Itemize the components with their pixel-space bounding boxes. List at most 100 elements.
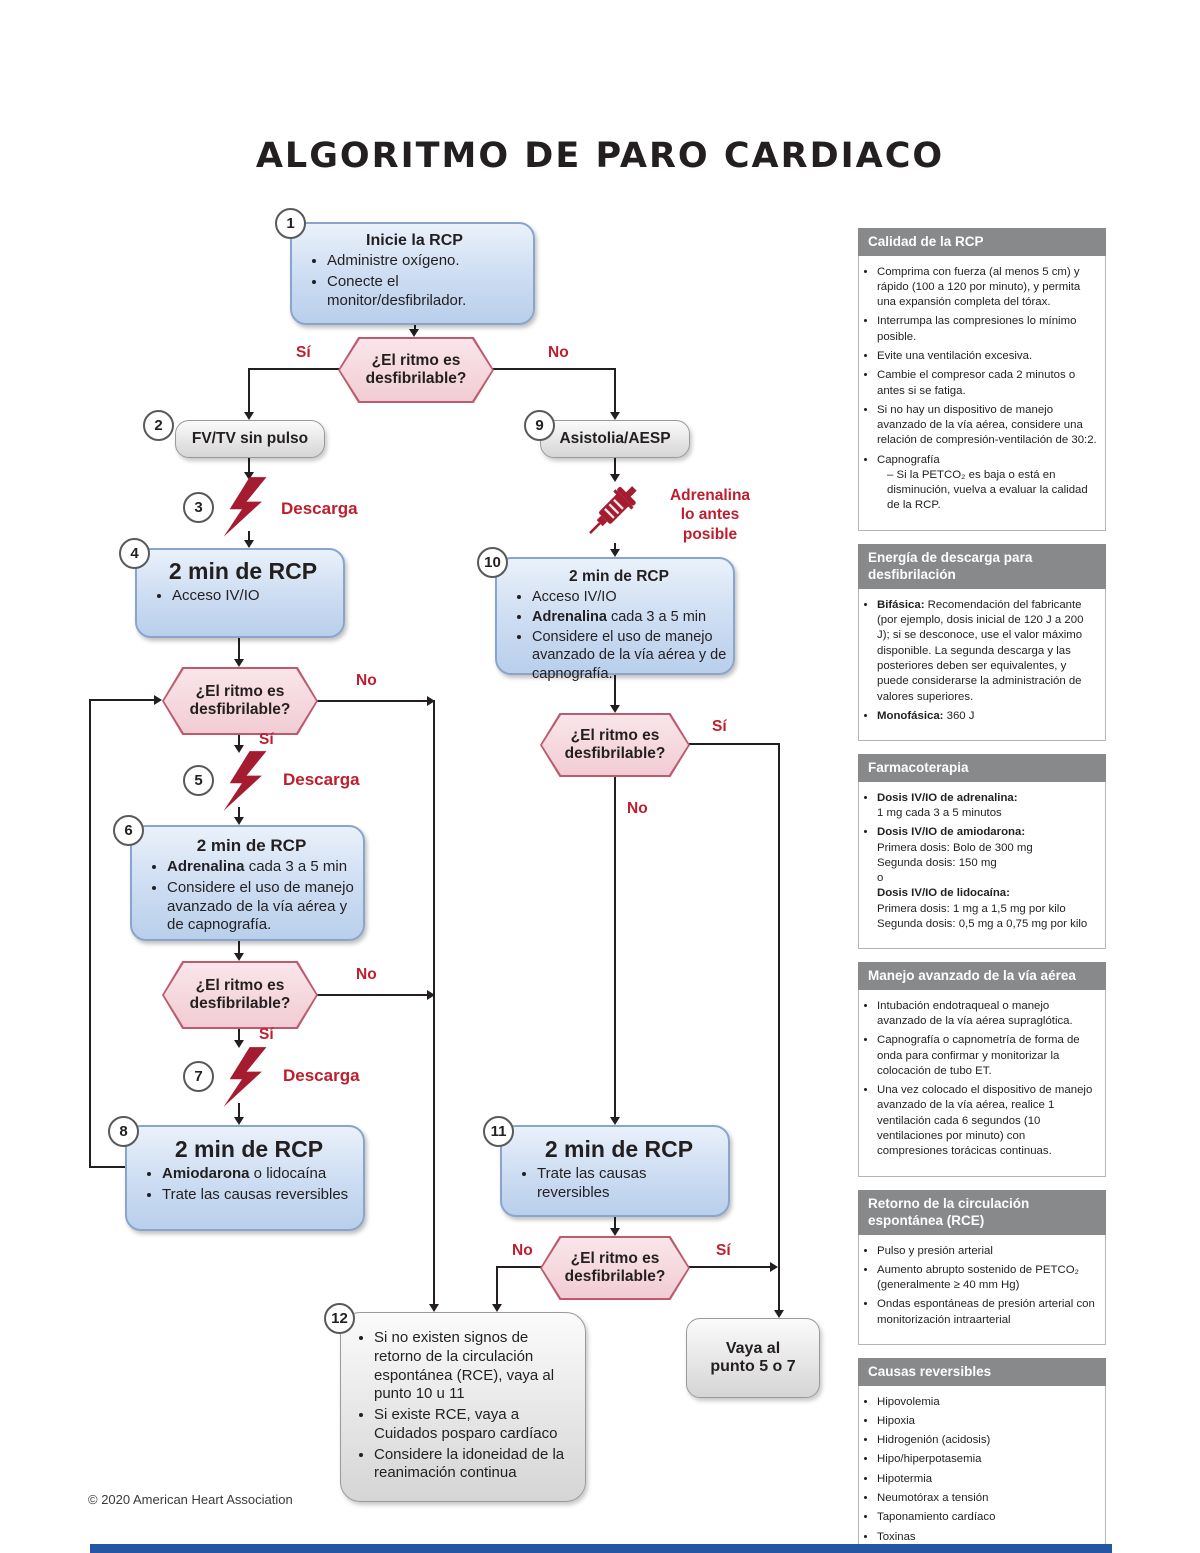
- goto-5-7-box: Vaya al punto 5 o 7: [686, 1318, 820, 1398]
- decision-4-no-label: No: [627, 800, 648, 817]
- box8-bullet-causes: Trate las causas reversibles: [162, 1186, 357, 1205]
- arrowhead: [234, 817, 244, 825]
- decision-2-yes-label: Sí: [259, 731, 274, 748]
- decision-5: ¿El ritmo es desfibrilable?: [540, 1236, 690, 1300]
- copyright-notice: © 2020 American Heart Association: [88, 1492, 293, 1507]
- sidebar-section-title: Calidad de la RCP: [858, 228, 1106, 256]
- decision-2: ¿El ritmo es desfibrilable?: [162, 667, 318, 735]
- step-number-8: 8: [108, 1116, 139, 1147]
- page-title: ALGORITMO DE PARO CARDIACO: [255, 136, 945, 176]
- list-item: Cambie el compresor cada 2 minutos o ant…: [877, 368, 1098, 399]
- arrowhead: [154, 695, 162, 705]
- step-number-9: 9: [524, 410, 555, 441]
- step-number-5: 5: [183, 765, 214, 796]
- box11-bullets: Trate las causas reversibles: [516, 1165, 722, 1203]
- decision-5-yes-label: Sí: [716, 1242, 731, 1259]
- connector: [249, 368, 340, 370]
- shock-7-label: Descarga: [283, 1066, 360, 1085]
- sidebar-section-rosc: Retorno de la circulación espontánea (RC…: [858, 1189, 1106, 1346]
- arrowhead: [427, 696, 435, 706]
- arrowhead: [610, 705, 620, 713]
- step-number-7: 7: [183, 1061, 214, 1092]
- box1-title: Inicie la RCP: [366, 232, 463, 249]
- connector: [248, 458, 250, 474]
- list-item: Comprima con fuerza (al menos 5 cm) y rá…: [877, 265, 1098, 311]
- flow-box-2: FV/TV sin pulso: [175, 420, 325, 458]
- connector: [316, 700, 427, 702]
- bottom-accent-bar: [90, 1544, 1112, 1553]
- step-number-2: 2: [143, 410, 174, 441]
- step-number-4: 4: [119, 538, 150, 569]
- connector: [778, 743, 780, 1310]
- connector: [238, 941, 240, 954]
- rosc-bullets: Pulso y presión arterialAumento abrupto …: [863, 1244, 1098, 1328]
- flow-box-9: Asistolia/AESP: [540, 420, 690, 458]
- list-item: Conecte el monitor/desfibrilador.: [327, 273, 523, 311]
- box4-bullets: Acceso IV/IO: [151, 587, 335, 606]
- list-item: Interrumpa las compresiones lo mínimo po…: [877, 314, 1098, 345]
- list-item: Ondas espontáneas de presión arterial co…: [877, 1297, 1098, 1328]
- list-item: Si no hay un dispositivo de manejo avanz…: [877, 403, 1098, 449]
- decision-4: ¿El ritmo es desfibrilable?: [540, 713, 690, 777]
- box10-title: 2 min de RCP: [569, 568, 669, 585]
- flow-box-11: 2 min de RCP Trate las causas reversible…: [500, 1125, 730, 1217]
- connector: [614, 543, 616, 550]
- list-item: Considere la idoneidad de la reanimación…: [374, 1446, 577, 1484]
- connector: [89, 700, 91, 1168]
- sidebar-section-title: Farmacoterapia: [858, 754, 1106, 782]
- step-number-3: 3: [183, 492, 214, 523]
- arrowhead: [234, 1040, 244, 1048]
- arrowhead: [610, 412, 620, 420]
- shock-bolt-icon: [223, 751, 267, 811]
- decision-4-yes-label: Sí: [712, 718, 727, 735]
- list-item: Capnografía o capnometría de forma de on…: [877, 1033, 1098, 1079]
- arrowhead: [244, 472, 254, 480]
- step-number-1: 1: [275, 208, 306, 239]
- box1-bullets: Administre oxígeno.Conecte el monitor/de…: [306, 252, 523, 310]
- connector: [238, 1103, 240, 1118]
- arrowhead: [770, 1262, 778, 1272]
- connector: [248, 531, 250, 540]
- connector: [433, 700, 435, 1304]
- connector: [496, 1266, 498, 1304]
- connector: [614, 675, 616, 705]
- decision-3-yes-label: Sí: [259, 1026, 274, 1043]
- list-item: Hipo/hiperpotasemia: [877, 1452, 1098, 1467]
- sidebar-section-shock-energy: Energía de descarga para desfibrilación …: [858, 543, 1106, 742]
- decision-3: ¿El ritmo es desfibrilable?: [162, 961, 318, 1029]
- drug-amiodarone-lidocaine: Dosis IV/IO de amiodarona: Primera dosis…: [877, 825, 1098, 932]
- arrowhead: [244, 540, 254, 548]
- box10-bullet-airway: Considere el uso de manejo avanzado de l…: [532, 628, 727, 682]
- decision-1-no-label: No: [548, 344, 569, 361]
- list-item: Trate las causas reversibles: [537, 1165, 722, 1203]
- step-number-11: 11: [483, 1116, 514, 1147]
- arrowhead: [492, 1304, 502, 1312]
- flow-box-12: Si no existen signos de retorno de la ci…: [340, 1312, 586, 1502]
- list-item: Toxinas: [877, 1530, 1098, 1545]
- arrowhead: [234, 745, 244, 753]
- arrowhead: [610, 549, 620, 557]
- arrowhead: [427, 990, 435, 1000]
- advanced-airway-bullets: Intubación endotraqueal o manejo avanzad…: [863, 999, 1098, 1160]
- decision-4-text: ¿El ritmo es desfibrilable?: [542, 715, 688, 775]
- connector: [497, 1266, 542, 1268]
- decision-3-text: ¿El ritmo es desfibrilable?: [164, 963, 316, 1027]
- list-item: Intubación endotraqueal o manejo avanzad…: [877, 999, 1098, 1030]
- box6-bullet-airway: Considere el uso de manejo avanzado de l…: [167, 879, 357, 935]
- drug-epinephrine: Dosis IV/IO de adrenalina: 1 mg cada 3 a…: [877, 791, 1098, 822]
- arrowhead: [429, 1304, 439, 1312]
- list-item: Acceso IV/IO: [172, 587, 335, 606]
- shock-energy-monophasic: Monofásica: 360 J: [877, 709, 1098, 724]
- connector: [238, 1029, 240, 1041]
- shock-3-label: Descarga: [281, 499, 358, 518]
- box8-title: 2 min de RCP: [174, 1136, 324, 1162]
- list-item: Si existe RCE, vaya a Cuidados posparo c…: [374, 1406, 577, 1444]
- arrowhead: [234, 1117, 244, 1125]
- box9-title: Asistolia/AESP: [559, 430, 671, 447]
- list-item: Hidrogenión (acidosis): [877, 1433, 1098, 1448]
- box12-bullets: Si no existen signos de retorno de la ci…: [353, 1329, 577, 1483]
- arrowhead: [774, 1310, 784, 1318]
- step-number-12: 12: [324, 1303, 355, 1334]
- step-number-6: 6: [113, 815, 144, 846]
